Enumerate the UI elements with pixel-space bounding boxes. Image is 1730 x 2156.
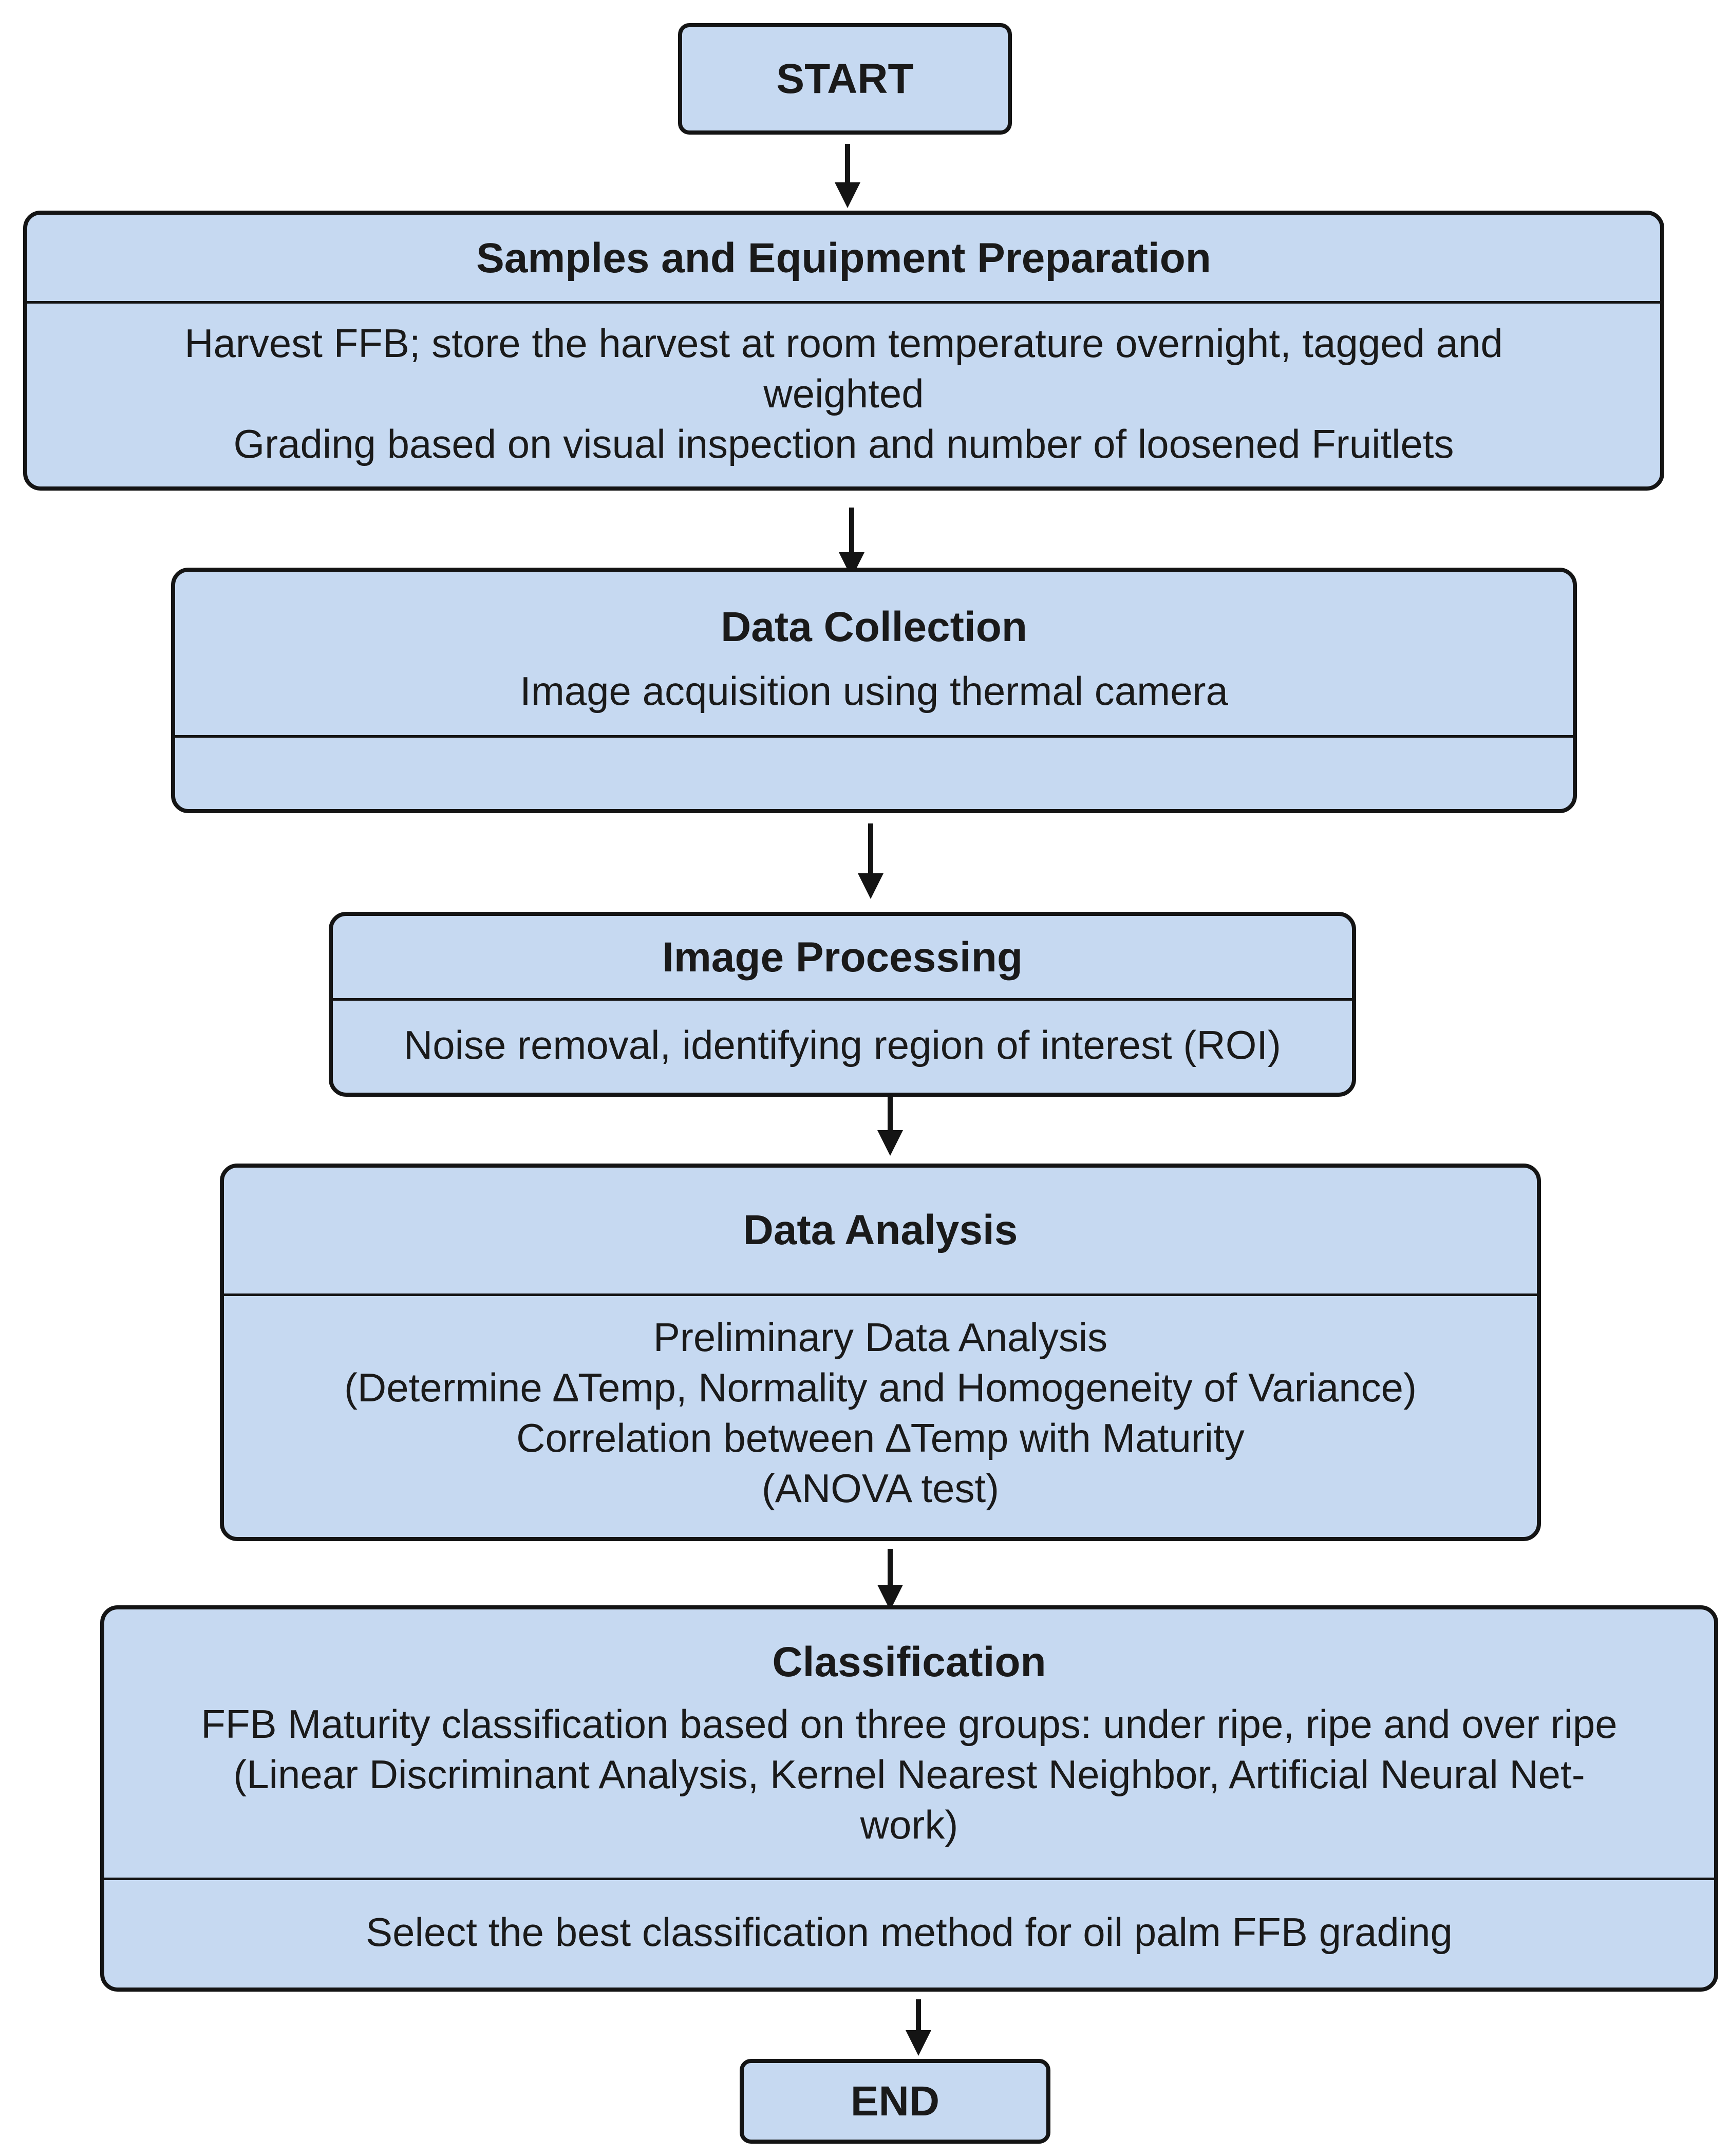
step-samples-preparation: Samples and Equipment Preparation Harves… [23, 211, 1664, 491]
step-title: Data Analysis [743, 1207, 1018, 1254]
step-footer: Select the best classification method fo… [104, 1881, 1714, 1983]
step-header: Image Processing [333, 916, 1352, 999]
step-line: work) [860, 1802, 958, 1848]
step-title: Data Collection [721, 603, 1027, 650]
step-header: Data Analysis [224, 1168, 1537, 1293]
step-line: Correlation between ∆Temp with Maturity [516, 1415, 1245, 1460]
step-title: Classification [772, 1638, 1046, 1685]
step-title: Samples and Equipment Preparation [476, 234, 1211, 282]
step-divider [224, 1293, 1537, 1296]
arrowhead-analysis-to-classification [877, 1585, 903, 1610]
arrowhead-preparation-to-collection [839, 552, 864, 578]
step-data-analysis: Data Analysis Preliminary Data Analysis … [220, 1164, 1541, 1541]
step-line: Grading based on visual inspection and n… [233, 421, 1454, 466]
step-body: Classification FFB Maturity classificati… [104, 1609, 1714, 1878]
step-line: FFB Maturity classification based on thr… [201, 1701, 1618, 1747]
end-label: END [850, 2077, 940, 2125]
step-line: (Linear Discriminant Analysis, Kernel Ne… [233, 1752, 1585, 1797]
step-line: Image acquisition using thermal camera [520, 668, 1228, 714]
step-body: Preliminary Data Analysis (Determine ∆Te… [224, 1297, 1537, 1528]
step-header: Data Collection Image acquisition using … [175, 582, 1573, 736]
step-footer-line: Select the best classification method fo… [366, 1909, 1453, 1955]
step-line: Preliminary Data Analysis [653, 1315, 1108, 1360]
step-title: Image Processing [662, 933, 1023, 981]
arrowhead-collection-to-processing [858, 873, 883, 899]
start-label: START [776, 55, 914, 102]
step-body: Harvest FFB; store the harvest at room t… [27, 305, 1660, 482]
end-terminal: END [740, 2059, 1050, 2144]
step-line: Noise removal, identifying region of int… [403, 1022, 1282, 1067]
step-divider [104, 1878, 1714, 1880]
step-line: (ANOVA test) [761, 1466, 1000, 1511]
step-divider [175, 735, 1573, 738]
arrowhead-start-to-preparation [835, 182, 860, 208]
step-divider [333, 998, 1352, 1001]
step-classification: Classification FFB Maturity classificati… [100, 1605, 1718, 1992]
step-image-processing: Image Processing Noise removal, identify… [329, 912, 1356, 1097]
step-line: weighted [763, 370, 924, 416]
arrowhead-processing-to-analysis [877, 1130, 903, 1156]
step-header: Samples and Equipment Preparation [27, 215, 1660, 302]
step-line: (Determine ∆Temp, Normality and Homogene… [344, 1365, 1417, 1410]
step-data-collection: Data Collection Image acquisition using … [171, 568, 1577, 813]
step-line: Harvest FFB; store the harvest at room t… [184, 320, 1503, 366]
step-body: Noise removal, identifying region of int… [333, 1001, 1352, 1089]
step-divider [27, 301, 1660, 304]
start-terminal: START [678, 23, 1012, 135]
arrowhead-classification-to-end [906, 2030, 931, 2056]
